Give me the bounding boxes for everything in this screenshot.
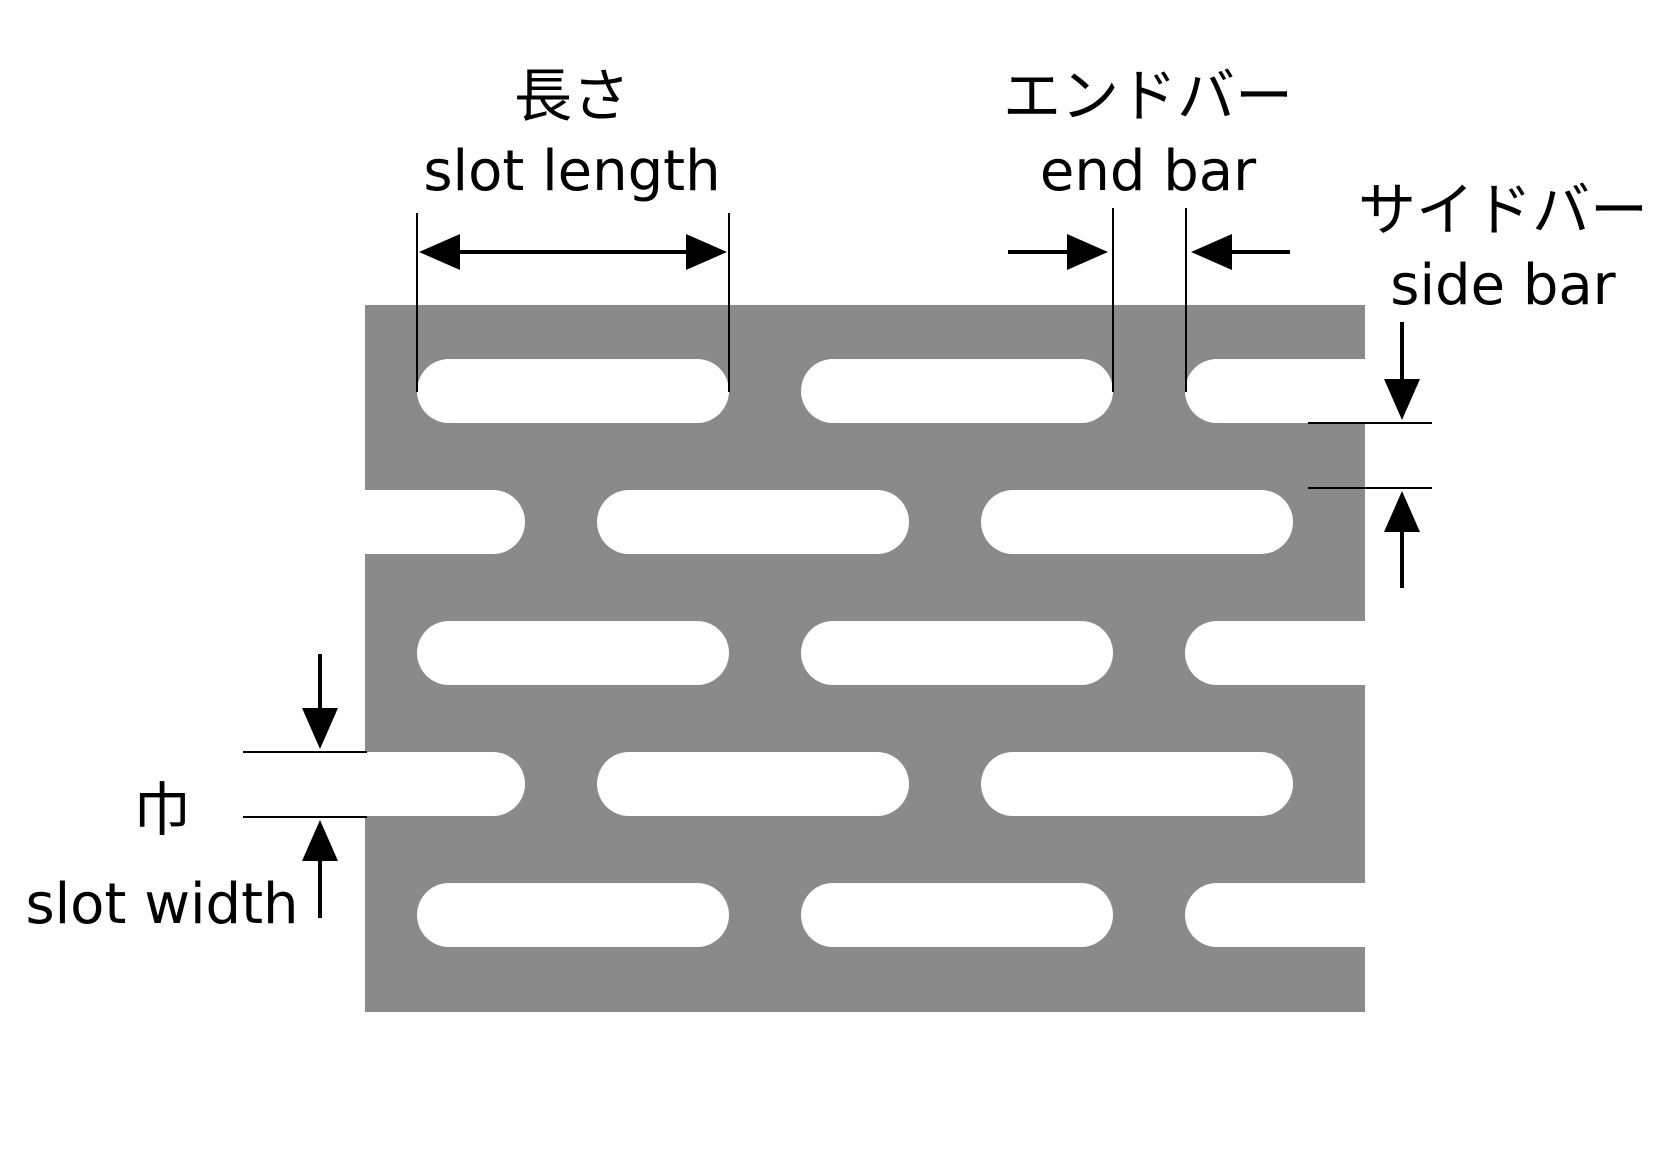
end-bar-label-ja: エンドバー [1003, 62, 1293, 130]
slot-r1-c1 [417, 359, 729, 423]
slot-r3-c1 [417, 621, 729, 685]
end-bar-right-arrow-icon [1191, 234, 1290, 270]
slot-r2-c2 [597, 490, 909, 554]
slot-r3-c2 [801, 621, 1113, 685]
slot-width-label-ja: 巾 [133, 776, 191, 844]
dimension-lines [243, 208, 1432, 818]
slot-length-arrow-icon [419, 234, 727, 270]
slot-r5-c3 [1185, 883, 1497, 947]
slot-r5-c1 [417, 883, 729, 947]
slot-r2-c3 [981, 490, 1293, 554]
end-bar-left-arrow-icon [1008, 234, 1108, 270]
side-bar-label-ja: サイドバー [1358, 176, 1648, 244]
slot-r2-c1 [213, 490, 525, 554]
side-bar-label-en: side bar [1390, 253, 1616, 318]
slot-width-down-arrow-icon [302, 654, 338, 749]
slot-width-up-arrow-icon [302, 820, 338, 918]
side-bar-up-arrow-icon [1384, 491, 1420, 588]
slot-r1-c2 [801, 359, 1113, 423]
side-bar-down-arrow-icon [1384, 322, 1420, 420]
slot-length-label-ja: 長さ [514, 62, 630, 130]
end-bar-label-en: end bar [1040, 139, 1257, 204]
slot-length-label-en: slot length [423, 139, 720, 204]
slot-r3-c3 [1185, 621, 1497, 685]
slot-r1-c3 [1185, 359, 1497, 423]
slot-width-label-en: slot width [25, 872, 298, 937]
slot-r4-c3 [981, 752, 1293, 816]
slot-r4-c1 [213, 752, 525, 816]
slot-pattern [213, 359, 1497, 947]
slot-r4-c2 [597, 752, 909, 816]
slot-r5-c2 [801, 883, 1113, 947]
perforated-plate [213, 305, 1497, 1012]
labels: 長さ slot length エンドバー end bar サイドバー side … [25, 62, 1648, 937]
